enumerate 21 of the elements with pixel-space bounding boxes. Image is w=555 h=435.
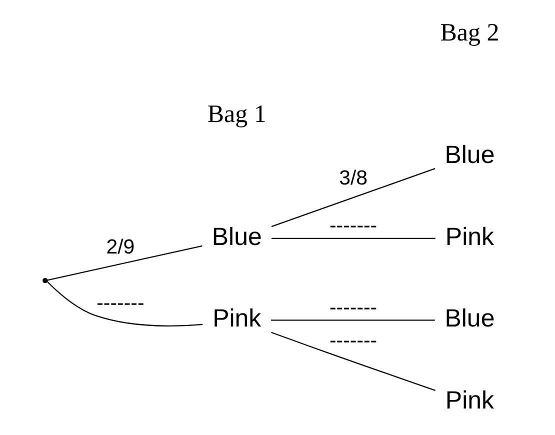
edge-label: ------- — [328, 295, 377, 318]
edge-label: ------- — [328, 214, 377, 237]
node-text: Pink — [444, 222, 494, 250]
edge-label: 2/9 — [106, 235, 134, 258]
label: Bag 1 — [206, 100, 266, 128]
node-text: Pink — [212, 304, 261, 332]
connector — [270, 331, 435, 390]
edge-label: ------- — [328, 328, 377, 352]
edge-label: 3/8 — [338, 166, 368, 189]
node-text: Blue — [444, 140, 494, 169]
edge-label: ------- — [96, 290, 144, 314]
node-text: Blue — [211, 222, 262, 250]
node-point — [42, 277, 48, 283]
connector — [46, 280, 202, 326]
connector — [271, 237, 435, 239]
connector — [270, 319, 434, 320]
node-text: Pink — [444, 386, 494, 414]
connector — [270, 168, 435, 227]
label: Bag 2 — [440, 18, 499, 46]
node-text: Blue — [444, 304, 494, 332]
connector — [46, 244, 202, 280]
